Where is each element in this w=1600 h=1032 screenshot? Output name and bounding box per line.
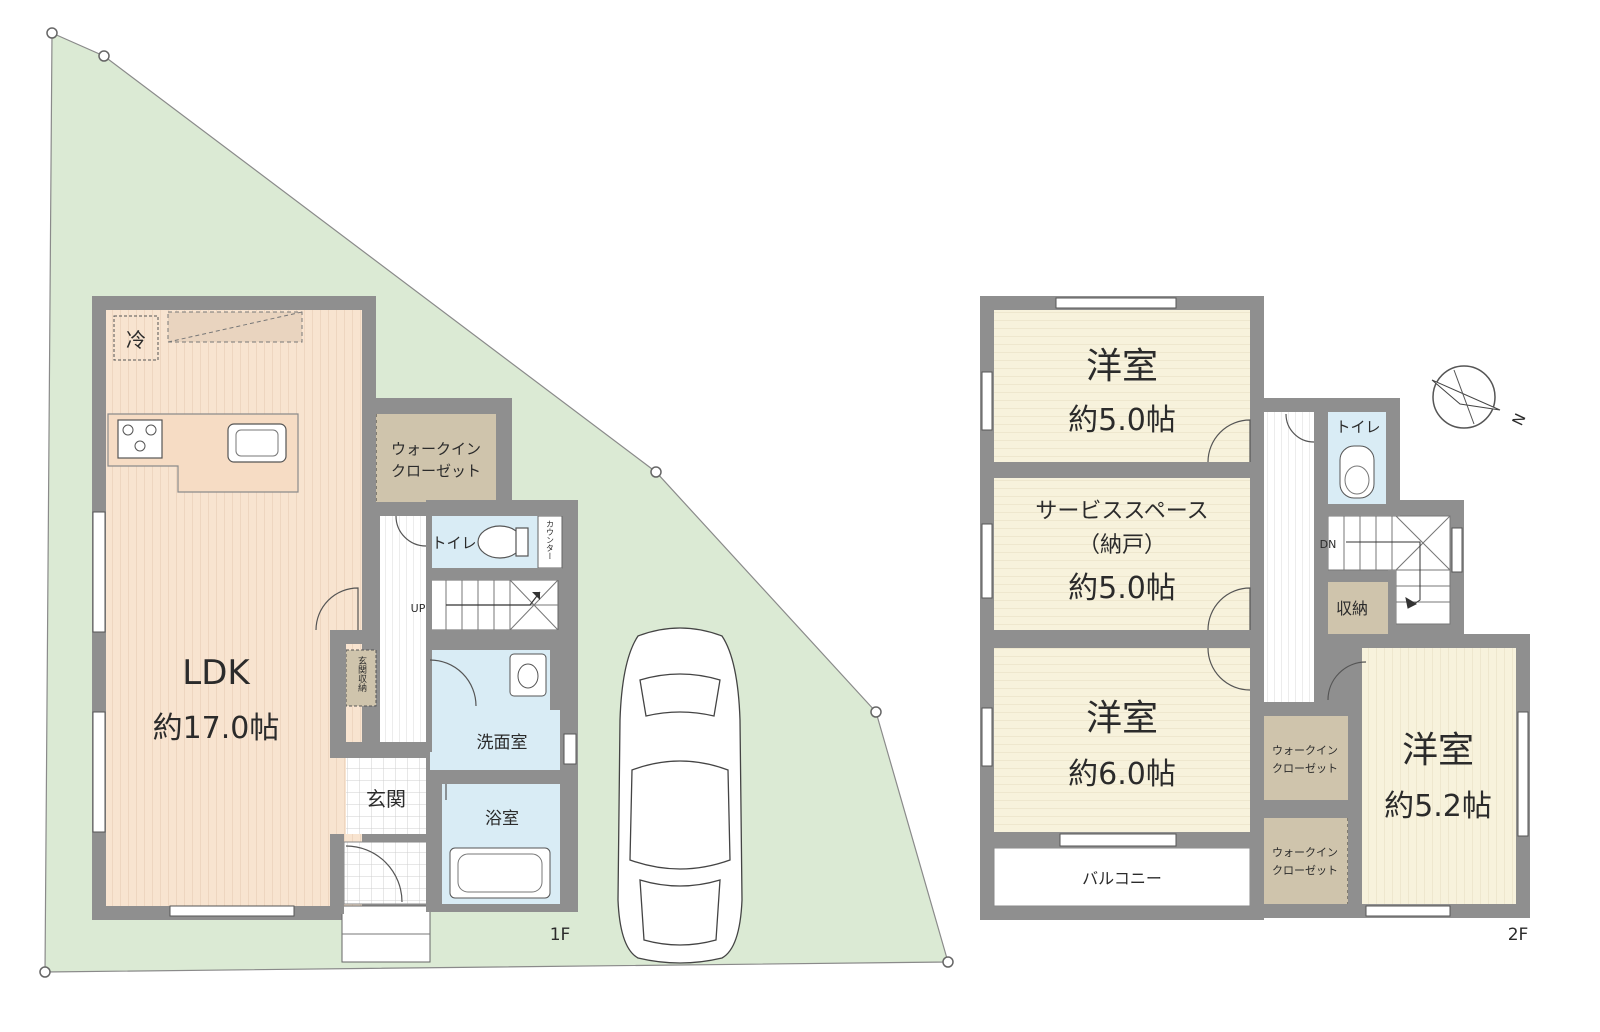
room-top — [994, 310, 1250, 462]
walkin-closet-2f-2-line1: ウォークイン — [1272, 846, 1338, 859]
walkin-closet-1f-line1: ウォークイン — [391, 440, 481, 458]
service-space-name: サービススペース — [1035, 499, 1208, 524]
storage-2f-label: 収納 — [1336, 599, 1368, 618]
washroom-label: 洗面室 — [477, 733, 528, 753]
room-right — [1362, 648, 1516, 904]
fridge-label: 冷 — [126, 328, 146, 352]
upper-cabinet — [167, 311, 303, 343]
floor1-label: 1F — [550, 925, 571, 945]
car-icon — [617, 627, 743, 964]
wash-basin-icon — [509, 653, 547, 697]
floor2-doors — [1207, 413, 1367, 701]
stairs-down-label: DN — [1320, 538, 1337, 551]
service-space — [994, 478, 1250, 630]
stairs-up-label: UP — [411, 602, 426, 615]
ldk-size: 約17.0帖 — [153, 711, 280, 746]
room-right-size: 約5.2帖 — [1384, 789, 1492, 824]
walkin-closet-2f-2-line2: クローゼット — [1272, 864, 1338, 877]
toilet-2f-icon — [1339, 445, 1375, 499]
walkin-closet-1f — [376, 414, 496, 502]
room-mid-size: 約6.0帖 — [1068, 757, 1176, 792]
hall-2f — [1264, 412, 1314, 702]
room-mid-name: 洋室 — [1086, 698, 1158, 739]
room-right-name: 洋室 — [1402, 730, 1474, 771]
stairs-2f — [1327, 515, 1451, 625]
walkin-closet-1f-line2: クローゼット — [391, 462, 481, 480]
ldk-room — [106, 310, 362, 906]
walkin-closet-2f-1-line1: ウォークイン — [1272, 744, 1338, 757]
hallway-1f — [380, 516, 426, 742]
entrance-label: 玄関 — [366, 787, 406, 811]
balcony — [993, 847, 1251, 907]
stairs-1f — [429, 579, 559, 631]
compass-north-label: N — [1509, 411, 1530, 429]
floor2-label: 2F — [1508, 925, 1529, 945]
entrance-step — [343, 841, 429, 905]
fridge-space — [113, 315, 159, 361]
floor2-plan: 洋室 約5.0帖 サービススペース （納戸） 約5.0帖 洋室 約6.0帖 洋室… — [980, 296, 1530, 945]
bathtub-icon — [449, 847, 551, 899]
walkin-closet-2f-2 — [1262, 818, 1348, 904]
lot-corner-markers — [39, 27, 954, 978]
floor1-doors — [315, 515, 477, 903]
room-top-size: 約5.0帖 — [1068, 403, 1176, 438]
bathroom-label: 浴室 — [485, 809, 519, 829]
floor2-windows — [981, 297, 1529, 917]
walkin-closet-2f-1-line2: クローゼット — [1272, 762, 1338, 775]
balcony-label: バルコニー — [1082, 869, 1162, 888]
toilet-2f-label: トイレ — [1335, 418, 1380, 436]
counter-1f-label: カウンター — [546, 520, 555, 560]
service-space-sub: （納戸） — [1078, 533, 1166, 558]
room-mid — [994, 648, 1250, 832]
floor1-plan: 冷 — [92, 296, 578, 963]
sink-icon — [227, 423, 287, 463]
floor1-windows — [92, 511, 577, 917]
toilet-1f-label: トイレ — [431, 534, 476, 552]
entrance — [346, 758, 426, 834]
room-top-name: 洋室 — [1086, 346, 1158, 387]
entrance-storage — [345, 649, 377, 707]
compass-icon: N — [1431, 365, 1530, 429]
ldk-name: LDK — [182, 653, 251, 693]
floor1-interior-walls — [330, 310, 578, 914]
service-space-size: 約5.0帖 — [1068, 571, 1176, 606]
entrance-storage-label: 玄関収納 — [356, 655, 367, 693]
walkin-closet-2f-1 — [1262, 716, 1348, 800]
